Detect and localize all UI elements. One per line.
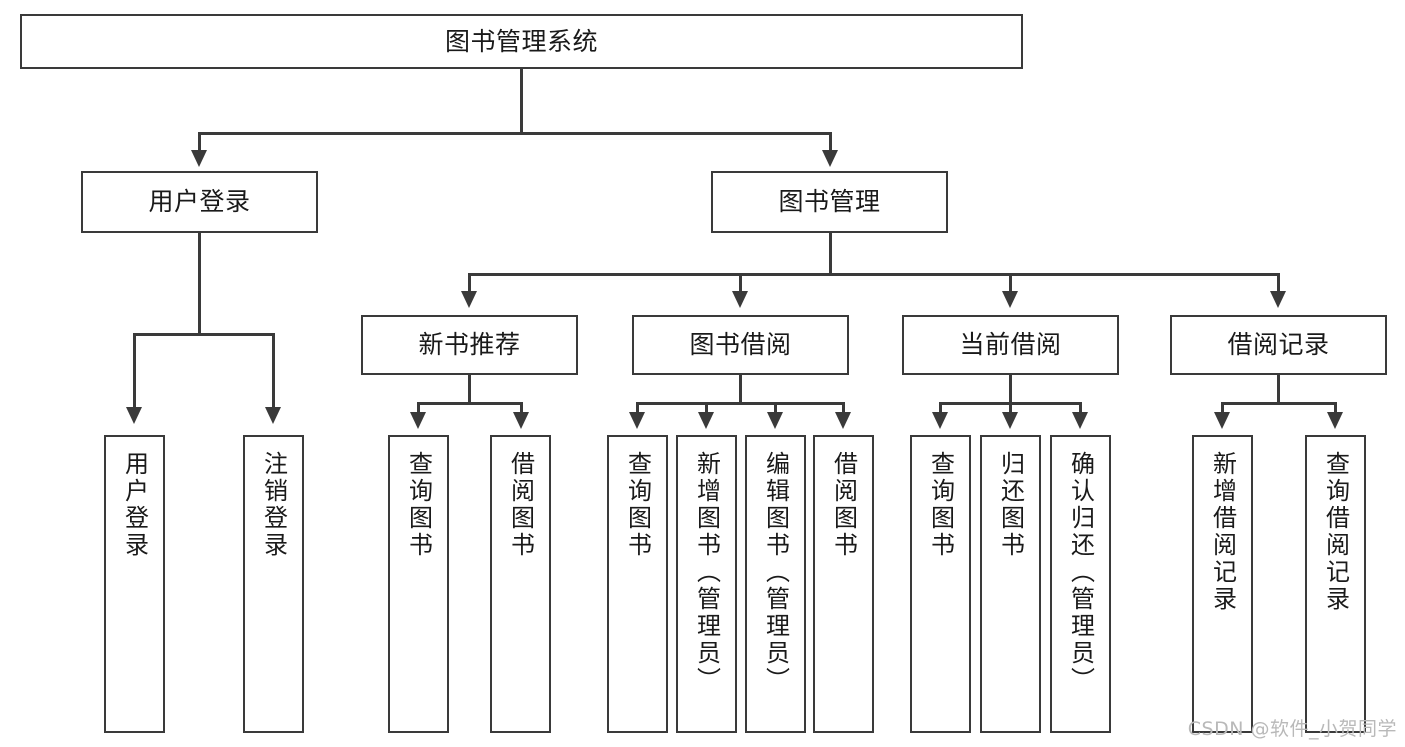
arrowhead-leaf-confirm-return: [1072, 412, 1088, 429]
connector-br-to-leaf-2: [1334, 402, 1337, 414]
arrowhead-leaf-borrow-book-2: [835, 412, 851, 429]
node-leaf-logout[interactable]: 注销登录: [243, 435, 304, 733]
node-borrow-record[interactable]: 借阅记录: [1170, 315, 1387, 375]
node-leaf-confirm-return[interactable]: 确认归还（管理员）: [1050, 435, 1111, 733]
connector-cb-to-leaf-1: [939, 402, 942, 414]
node-label: 新增图书（管理员）: [692, 451, 721, 694]
node-leaf-add-book[interactable]: 新增图书（管理员）: [676, 435, 737, 733]
connector-bm-to-borrow-record: [1277, 273, 1280, 295]
node-label: 新增借阅记录: [1208, 451, 1237, 613]
arrowhead-leaf-query-book-3: [932, 412, 948, 429]
node-label: 注销登录: [259, 451, 288, 559]
node-label: 当前借阅: [959, 330, 1062, 360]
node-leaf-query-book-3[interactable]: 查询图书: [910, 435, 971, 733]
node-label: 借阅记录: [1227, 330, 1330, 360]
connector-bm-to-new-book-rec: [468, 273, 471, 295]
node-label: 查询图书: [623, 451, 652, 559]
node-leaf-query-record[interactable]: 查询借阅记录: [1305, 435, 1366, 733]
node-label: 归还图书: [996, 451, 1025, 559]
connector-nbr-to-leaf-1: [417, 402, 420, 414]
node-label: 借阅图书: [506, 451, 535, 559]
arrowhead-leaf-logout: [265, 407, 281, 424]
node-leaf-borrow-book-1[interactable]: 借阅图书: [490, 435, 551, 733]
arrowhead-book-borrow: [732, 291, 748, 308]
arrowhead-new-book-rec: [461, 291, 477, 308]
node-leaf-user-login[interactable]: 用户登录: [104, 435, 165, 733]
node-label: 编辑图书（管理员）: [761, 451, 790, 694]
arrowhead-borrow-record: [1270, 291, 1286, 308]
node-leaf-add-record[interactable]: 新增借阅记录: [1192, 435, 1253, 733]
connector-bb-to-leaf-2: [705, 402, 708, 414]
arrowhead-leaf-add-record: [1214, 412, 1230, 429]
connector-root-to-book-manage: [829, 132, 832, 154]
node-book-manage[interactable]: 图书管理: [711, 171, 948, 233]
node-root-system[interactable]: 图书管理系统: [20, 14, 1023, 69]
node-leaf-borrow-book-2[interactable]: 借阅图书: [813, 435, 874, 733]
connector-bb-stem: [739, 375, 742, 404]
connector-bm-to-book-borrow: [739, 273, 742, 295]
node-current-borrow[interactable]: 当前借阅: [902, 315, 1119, 375]
connector-nbr-to-leaf-2: [520, 402, 523, 414]
node-label: 图书管理: [778, 187, 881, 217]
node-label: 新书推荐: [418, 330, 521, 360]
node-label: 图书管理系统: [444, 26, 598, 56]
connector-cb-to-leaf-2: [1009, 402, 1012, 414]
node-book-borrow[interactable]: 图书借阅: [632, 315, 849, 375]
arrowhead-to-book-manage: [822, 150, 838, 167]
arrowhead-to-user-login: [191, 150, 207, 167]
arrowhead-leaf-query-book-1: [410, 412, 426, 429]
connector-root-bus: [198, 132, 832, 135]
arrowhead-leaf-add-book: [698, 412, 714, 429]
connector-br-stem: [1277, 375, 1280, 404]
connector-bb-bus: [636, 402, 844, 405]
connector-bb-to-leaf-1: [636, 402, 639, 414]
connector-bm-to-current-borrow: [1009, 273, 1012, 295]
node-label: 用户登录: [148, 187, 251, 217]
arrowhead-leaf-query-book-2: [629, 412, 645, 429]
node-label: 借阅图书: [829, 451, 858, 559]
node-label: 查询借阅记录: [1321, 451, 1350, 613]
node-new-book-rec[interactable]: 新书推荐: [361, 315, 578, 375]
connector-user-login-bus: [133, 333, 275, 336]
connector-user-login-to-leaf-1: [133, 333, 136, 411]
arrowhead-leaf-return-book: [1002, 412, 1018, 429]
node-leaf-query-book-2[interactable]: 查询图书: [607, 435, 668, 733]
arrowhead-leaf-user-login: [126, 407, 142, 424]
connector-bb-to-leaf-4: [842, 402, 845, 414]
arrowhead-leaf-query-record: [1327, 412, 1343, 429]
node-label: 图书借阅: [689, 330, 792, 360]
connector-nbr-bus: [417, 402, 523, 405]
connector-br-bus: [1221, 402, 1337, 405]
node-label: 查询图书: [404, 451, 433, 559]
connector-book-manage-stem: [829, 233, 832, 275]
node-user-login[interactable]: 用户登录: [81, 171, 318, 233]
connector-root-to-user-login: [198, 132, 201, 154]
connector-user-login-to-leaf-2: [272, 333, 275, 411]
connector-cb-to-leaf-3: [1079, 402, 1082, 414]
connector-br-to-leaf-1: [1221, 402, 1224, 414]
arrowhead-leaf-edit-book: [767, 412, 783, 429]
connector-user-login-stem: [198, 233, 201, 335]
connector-book-manage-bus: [468, 273, 1280, 276]
node-leaf-edit-book[interactable]: 编辑图书（管理员）: [745, 435, 806, 733]
connector-bb-to-leaf-3: [774, 402, 777, 414]
connector-cb-stem: [1009, 375, 1012, 404]
arrowhead-leaf-borrow-book-1: [513, 412, 529, 429]
connector-nbr-stem: [468, 375, 471, 404]
connector-root-stem: [520, 69, 523, 134]
node-leaf-return-book[interactable]: 归还图书: [980, 435, 1041, 733]
node-label: 查询图书: [926, 451, 955, 559]
node-label: 确认归还（管理员）: [1066, 451, 1095, 694]
arrowhead-current-borrow: [1002, 291, 1018, 308]
node-label: 用户登录: [120, 451, 149, 559]
node-leaf-query-book-1[interactable]: 查询图书: [388, 435, 449, 733]
